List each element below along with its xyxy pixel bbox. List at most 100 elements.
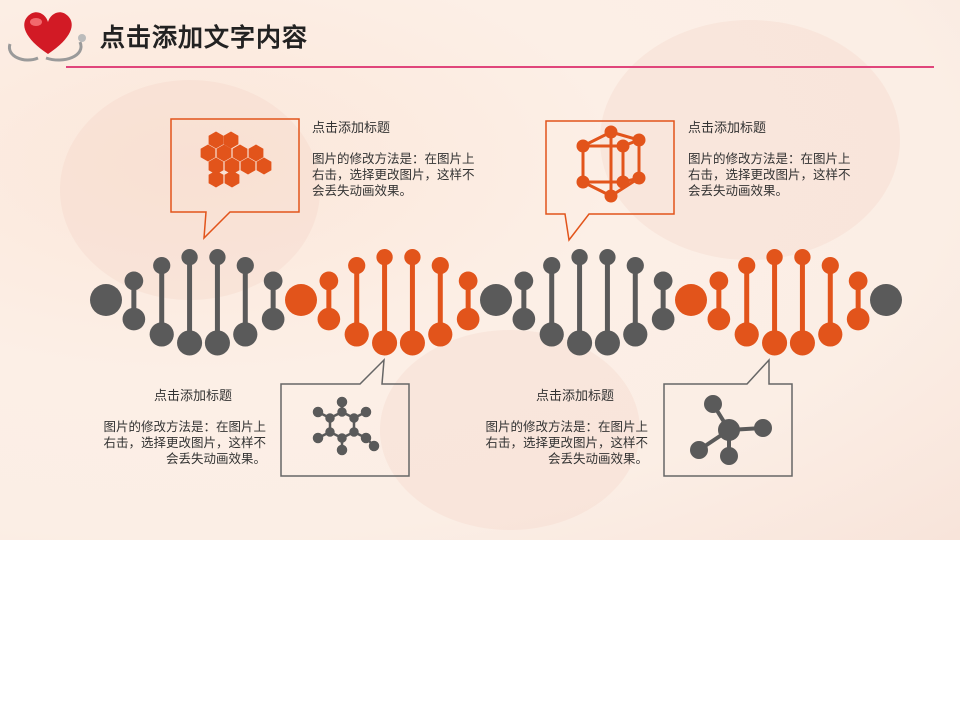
helix-node bbox=[539, 322, 564, 347]
hexagon-cell bbox=[256, 157, 272, 175]
helix-node bbox=[651, 307, 675, 331]
helix-node bbox=[626, 257, 644, 275]
hexagon-cell bbox=[224, 157, 240, 175]
bg-blob bbox=[600, 20, 900, 260]
helix-node bbox=[707, 307, 731, 331]
helix-node bbox=[399, 330, 425, 356]
heart-stethoscope-icon bbox=[7, 12, 86, 62]
helix-node bbox=[122, 307, 146, 331]
block-heading: 点击添加标题 bbox=[312, 121, 391, 136]
block-body-line: 图片的修改方法是：在图片上 bbox=[103, 419, 266, 434]
callout-box bbox=[663, 358, 793, 477]
text-block-3: 点击添加标题 图片的修改方法是：在图片上 右击，选择更改图片，这样不 会丢失动画… bbox=[90, 389, 266, 467]
helix-node bbox=[456, 307, 480, 331]
hexagon-cell bbox=[208, 170, 224, 188]
block-heading: 点击添加标题 bbox=[688, 121, 767, 136]
helix-node bbox=[319, 271, 339, 291]
helix-node bbox=[794, 248, 811, 266]
bg-blob bbox=[380, 330, 640, 530]
helix-node bbox=[818, 322, 843, 347]
block-body-line: 右击，选择更改图片，这样不 bbox=[485, 435, 648, 450]
hexagon-cell bbox=[232, 144, 248, 162]
helix-node bbox=[149, 322, 174, 347]
page-title: 点击添加文字内容 bbox=[100, 23, 309, 52]
helix-node bbox=[766, 248, 783, 266]
helix-node bbox=[623, 322, 648, 347]
helix-node bbox=[124, 271, 144, 291]
block-body-line: 右击，选择更改图片，这样不 bbox=[312, 167, 475, 182]
helix-node bbox=[153, 257, 171, 275]
helix-node bbox=[428, 322, 453, 347]
helix-node bbox=[344, 322, 369, 347]
hexagon-cell bbox=[248, 144, 264, 162]
text-block-1: 点击添加标题 图片的修改方法是：在图片上 右击，选择更改图片，这样不 会丢失动画… bbox=[312, 121, 475, 199]
helix-node bbox=[709, 271, 729, 291]
helix-node bbox=[404, 248, 421, 266]
hexagon-cell bbox=[223, 131, 239, 149]
helix-node bbox=[261, 307, 285, 331]
helix-node bbox=[317, 307, 341, 331]
helix-node bbox=[821, 257, 839, 275]
helix-node bbox=[870, 284, 902, 316]
helix-node bbox=[372, 330, 398, 356]
block-body-line: 右击，选择更改图片，这样不 bbox=[688, 167, 851, 182]
helix-node bbox=[376, 248, 393, 266]
block-body-line: 图片的修改方法是：在图片上 bbox=[688, 151, 851, 166]
helix-node bbox=[263, 271, 283, 291]
helix-node bbox=[181, 248, 198, 266]
callout-box bbox=[280, 358, 410, 477]
dna-helix bbox=[90, 248, 902, 356]
text-block-2: 点击添加标题 图片的修改方法是：在图片上 右击，选择更改图片，这样不 会丢失动画… bbox=[688, 121, 851, 199]
block-body-line: 会丢失动画效果。 bbox=[547, 451, 648, 466]
block-body-line: 图片的修改方法是：在图片上 bbox=[485, 419, 648, 434]
block-body-line: 会丢失动画效果。 bbox=[688, 183, 789, 198]
helix-node bbox=[571, 248, 588, 266]
helix-node bbox=[846, 307, 870, 331]
helix-node bbox=[762, 330, 788, 356]
title-underline bbox=[66, 66, 934, 68]
hexagon-cell bbox=[224, 170, 240, 188]
block-heading: 点击添加标题 bbox=[535, 389, 614, 404]
text-block-4: 点击添加标题 图片的修改方法是：在图片上 右击，选择更改图片，这样不 会丢失动画… bbox=[472, 389, 648, 467]
block-body-line: 会丢失动画效果。 bbox=[165, 451, 266, 466]
helix-node bbox=[567, 330, 593, 356]
helix-node bbox=[204, 330, 230, 356]
helix-node bbox=[480, 284, 512, 316]
helix-node bbox=[734, 322, 759, 347]
hexagon-cell bbox=[240, 157, 256, 175]
molecule-network-icon bbox=[690, 395, 772, 465]
helix-node bbox=[285, 284, 317, 316]
helix-node bbox=[543, 257, 561, 275]
callout-box bbox=[170, 118, 300, 240]
hexagon-cell bbox=[216, 144, 232, 162]
slide: 点击添加文字内容 bbox=[0, 0, 960, 540]
block-body-line: 会丢失动画效果。 bbox=[312, 183, 413, 198]
helix-node bbox=[236, 257, 254, 275]
helix-node bbox=[789, 330, 815, 356]
hexagon-cell bbox=[208, 157, 224, 175]
helix-node bbox=[90, 284, 122, 316]
block-heading: 点击添加标题 bbox=[153, 389, 232, 404]
block-body-line: 图片的修改方法是：在图片上 bbox=[312, 151, 475, 166]
helix-node bbox=[209, 248, 226, 266]
hexagon-cell bbox=[200, 144, 216, 162]
block-body-line: 右击，选择更改图片，这样不 bbox=[103, 435, 266, 450]
helix-node bbox=[599, 248, 616, 266]
helix-node bbox=[514, 271, 534, 291]
helix-node bbox=[512, 307, 536, 331]
helix-node bbox=[458, 271, 478, 291]
hexagon-cluster-icon bbox=[200, 131, 272, 188]
helix-node bbox=[848, 271, 868, 291]
callout-box bbox=[545, 120, 675, 242]
cube-molecule-icon bbox=[576, 125, 646, 203]
helix-node bbox=[348, 257, 366, 275]
helix-node bbox=[653, 271, 673, 291]
helix-node bbox=[233, 322, 258, 347]
helix-node bbox=[431, 257, 449, 275]
helix-node bbox=[675, 284, 707, 316]
benzene-molecule-icon bbox=[312, 396, 380, 456]
helix-node bbox=[738, 257, 756, 275]
helix-node bbox=[177, 330, 203, 356]
helix-node bbox=[594, 330, 620, 356]
hexagon-cell bbox=[208, 131, 224, 149]
